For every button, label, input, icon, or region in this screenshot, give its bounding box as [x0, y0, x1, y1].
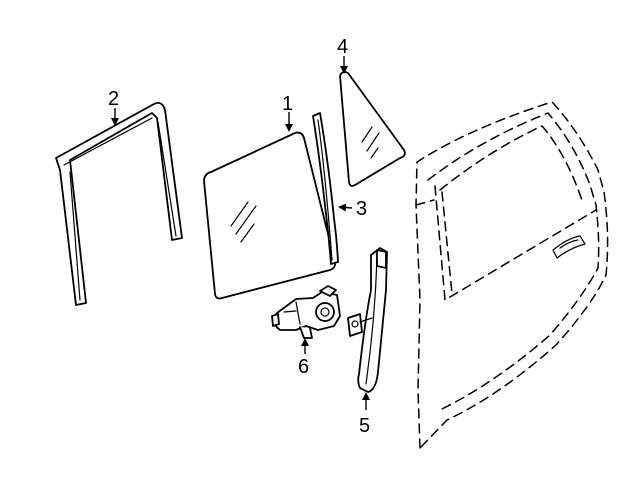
callout-label-5: 5: [359, 415, 370, 437]
callout-label-4: 4: [337, 36, 348, 58]
part-3-division-channel: [312, 112, 339, 265]
part-6-window-motor: [271, 285, 341, 339]
leader-line-3: [338, 203, 353, 212]
rear-door-outline: [415, 101, 609, 449]
leader-lines: [111, 56, 370, 410]
part-1-door-glass: [203, 131, 337, 300]
callout-labels: 1 2 3 4 5 6: [108, 36, 370, 437]
callout-label-6: 6: [298, 356, 309, 378]
part-4-quarter-glass: [339, 71, 406, 187]
callout-label-1: 1: [282, 93, 293, 115]
callout-label-3: 3: [356, 198, 367, 220]
part-2-glass-run-channel: [55, 101, 183, 306]
part-5-window-regulator: [347, 247, 388, 393]
callout-label-2: 2: [108, 88, 119, 110]
